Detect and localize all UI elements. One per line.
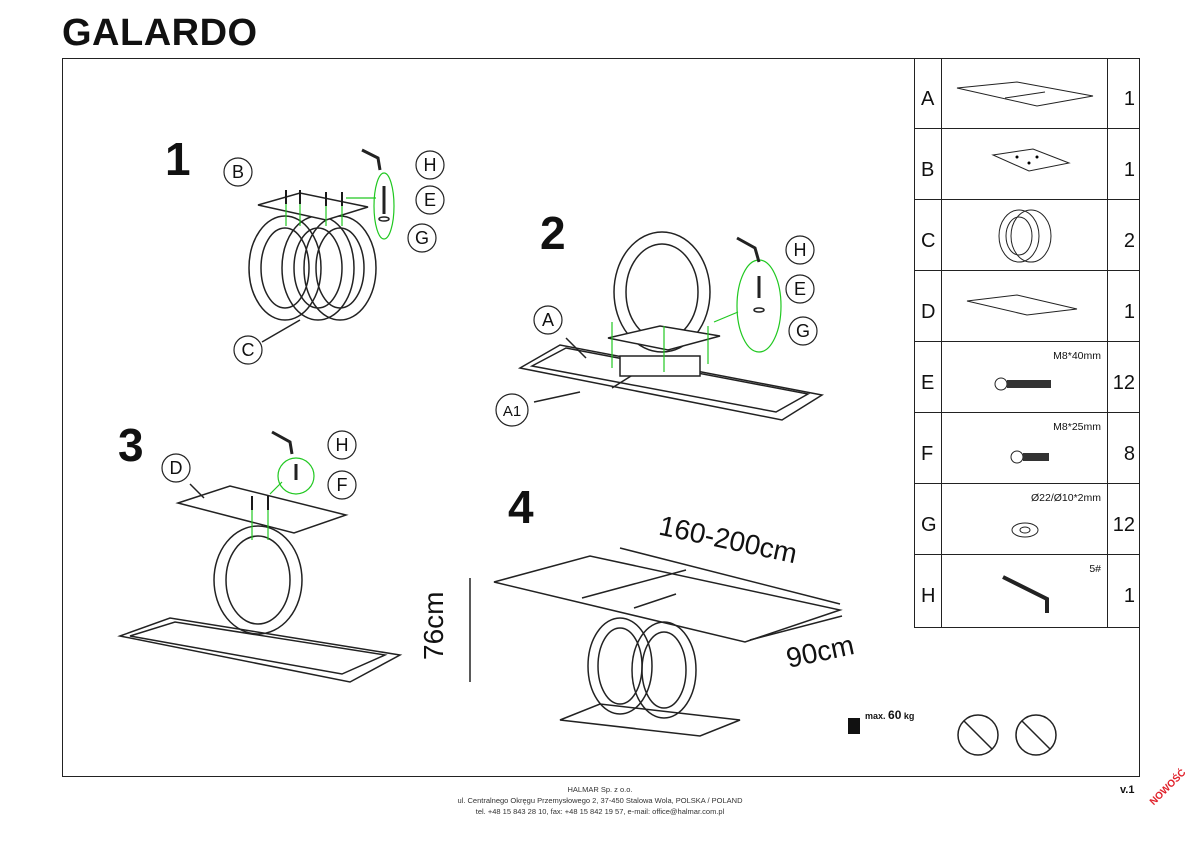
step1-drawing [248, 148, 395, 343]
long-bolt-icon [994, 377, 1051, 391]
parts-row: D 1 [915, 271, 1139, 342]
callout-label: B [232, 162, 244, 182]
parts-row: C 2 [915, 200, 1139, 271]
step-number: 2 [540, 207, 566, 259]
step4-drawing [469, 547, 843, 737]
instruction-frame [62, 58, 1140, 777]
svg-text:C: C [242, 340, 255, 360]
step-number: 1 [165, 133, 191, 185]
step3-drawing [117, 430, 403, 683]
washer-icon [1011, 522, 1039, 538]
svg-text:A: A [542, 310, 554, 330]
svg-text:D: D [170, 458, 183, 478]
svg-text:F: F [337, 475, 348, 495]
svg-text:H: H [794, 240, 807, 260]
company-address: ul. Centralnego Okręgu Przemysłowego 2, … [457, 796, 743, 805]
parts-row: B 1 [915, 129, 1139, 200]
document-title: GALARDO [62, 12, 258, 54]
company-footer: HALMAR Sp. z o.o. ul. Centralnego Okręgu… [0, 784, 1200, 817]
parts-row: F M8*25mm 8 [915, 413, 1139, 484]
svg-text:E: E [424, 190, 436, 210]
parts-row: E M8*40mm 12 [915, 342, 1139, 413]
svg-text:G: G [796, 321, 810, 341]
base-plate-icon [966, 294, 1078, 316]
allen-key-icon [1002, 575, 1049, 613]
svg-text:A1: A1 [503, 403, 521, 420]
dimension-height: 76cm [418, 591, 449, 660]
svg-text:H: H [424, 155, 437, 175]
parts-row: A 1 [915, 58, 1139, 129]
company-contact: tel. +48 15 843 28 10, fax: +48 15 842 1… [475, 807, 725, 816]
version-label: v.1 [1120, 784, 1135, 796]
step-number: 3 [118, 419, 144, 471]
max-load: max. 60 kg [865, 708, 915, 722]
svg-text:H: H [336, 435, 349, 455]
parts-row: H 5# 1 [915, 555, 1139, 628]
ring-leg-icon [998, 209, 1052, 263]
step2-drawing [517, 231, 825, 421]
short-bolt-icon [1010, 450, 1049, 464]
step-number: 4 [508, 481, 534, 533]
mounting-plate-icon [991, 148, 1071, 172]
company-name: HALMAR Sp. z o.o. [567, 785, 633, 794]
tabletop-icon [956, 81, 1094, 107]
parts-row: G Ø22/Ø10*2mm 12 [915, 484, 1139, 555]
svg-text:G: G [415, 228, 429, 248]
svg-text:E: E [794, 279, 806, 299]
weight-icon [848, 718, 860, 734]
parts-table: A 1 B 1 C 2 D 1 E M8*40mm 12 F M8*25mm 8… [914, 58, 1140, 628]
